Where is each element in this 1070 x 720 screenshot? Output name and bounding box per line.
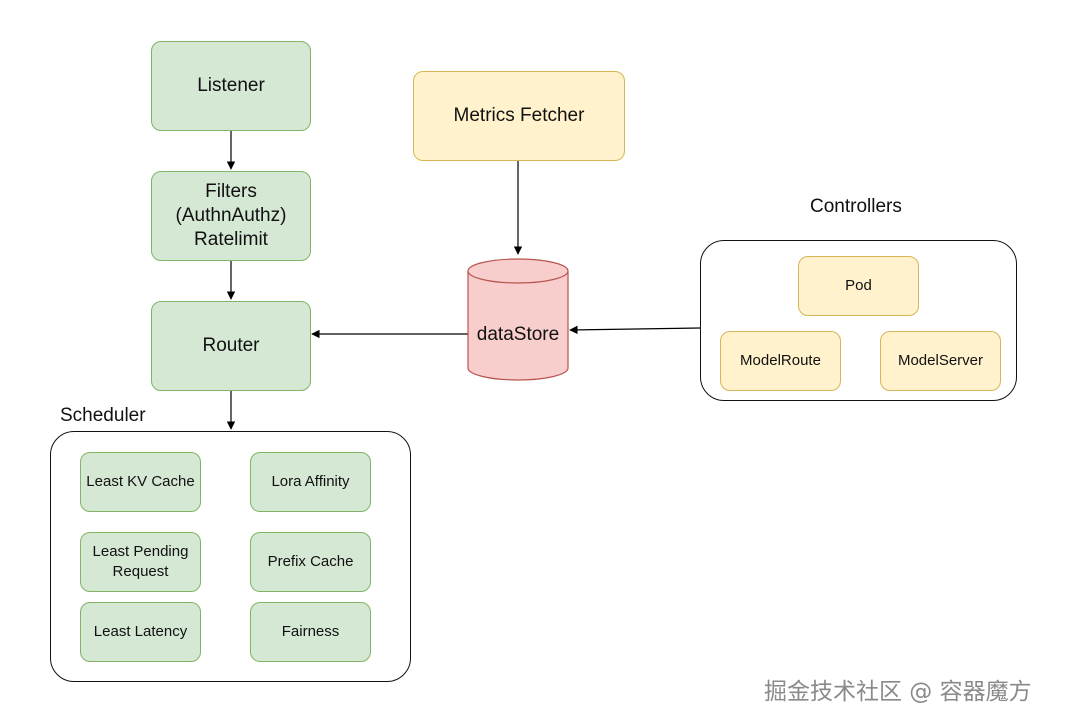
edge-controllers-to-datastore: [569, 325, 701, 335]
filters-label: Filters (AuthnAuthz) Ratelimit: [175, 181, 287, 250]
metrics-fetcher-label: Metrics Fetcher: [453, 105, 585, 126]
scheduler-prefix-cache: Prefix Cache: [250, 532, 371, 592]
scheduler-item-label: Least KV Cache: [86, 473, 195, 490]
controllers-title: Controllers: [810, 196, 902, 217]
controller-modelserver: ModelServer: [880, 331, 1001, 391]
controller-modelserver-label: ModelServer: [897, 352, 984, 369]
scheduler-group: [50, 431, 411, 682]
metrics-fetcher-node: Metrics Fetcher: [413, 71, 625, 161]
controller-modelroute-label: ModelRoute: [740, 352, 821, 369]
controller-pod-label: Pod: [845, 277, 872, 294]
scheduler-title: Scheduler: [60, 405, 146, 426]
listener-node: Listener: [151, 41, 311, 131]
scheduler-item-label: Least Latency: [93, 623, 188, 640]
controller-pod: Pod: [798, 256, 919, 316]
router-node: Router: [151, 301, 311, 391]
scheduler-least-pending-request: Least Pending Request: [80, 532, 201, 592]
scheduler-lora-affinity: Lora Affinity: [250, 452, 371, 512]
scheduler-least-latency: Least Latency: [80, 602, 201, 662]
scheduler-fairness: Fairness: [250, 602, 371, 662]
router-label: Router: [202, 335, 260, 356]
scheduler-item-label: Least Pending Request: [92, 543, 189, 580]
scheduler-item-label: Prefix Cache: [267, 553, 354, 570]
controller-modelroute: ModelRoute: [720, 331, 841, 391]
scheduler-item-label: Fairness: [281, 623, 340, 640]
listener-label: Listener: [197, 75, 265, 96]
controllers-group: [700, 240, 1017, 401]
scheduler-least-kv-cache: Least KV Cache: [80, 452, 201, 512]
scheduler-item-label: Lora Affinity: [271, 473, 350, 490]
datastore-label: dataStore: [476, 324, 560, 345]
filters-node: Filters (AuthnAuthz) Ratelimit: [151, 171, 311, 261]
watermark-text: 掘金技术社区 @ 容器魔方: [764, 679, 1032, 705]
datastore-cylinder: [467, 258, 569, 381]
